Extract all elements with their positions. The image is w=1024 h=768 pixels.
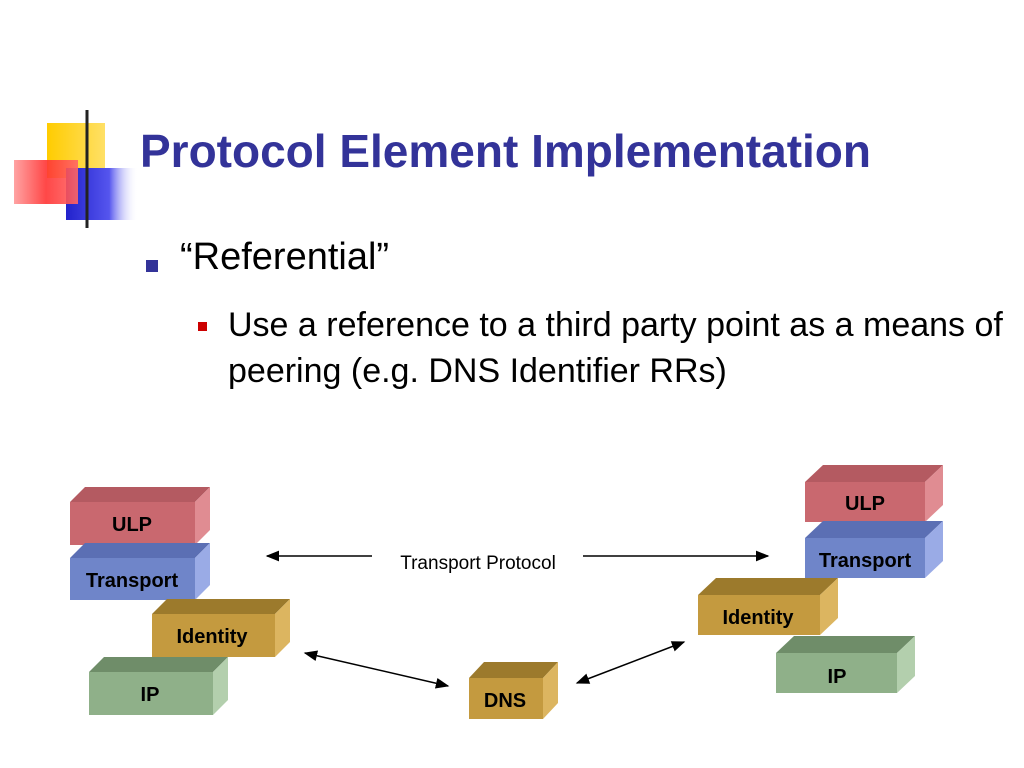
left-identity-label: Identity	[176, 626, 248, 648]
bullet-square-icon	[146, 260, 158, 272]
left-transport-label: Transport	[86, 570, 179, 592]
right-ip-block: IP	[776, 636, 915, 693]
dns-label: DNS	[484, 690, 526, 712]
protocol-diagram: ULP Transport Identity IP ULP	[70, 465, 943, 719]
right-transport-label: Transport	[819, 550, 912, 572]
right-identity-label: Identity	[722, 607, 794, 629]
right-ip-label: IP	[828, 666, 847, 688]
bullet-text: “Referential”	[180, 236, 390, 278]
left-ip-block: IP	[89, 657, 228, 715]
slide-title: Protocol Element Implementation	[140, 125, 871, 177]
sub-bullet-text: Use a reference to a third party point a…	[228, 306, 1003, 390]
left-identity-block: Identity	[152, 599, 290, 657]
right-ulp-block: ULP	[805, 465, 943, 522]
left-transport-block: Transport	[70, 543, 210, 600]
transport-protocol-label: Transport Protocol	[400, 553, 556, 574]
double-arrow-icon	[575, 641, 686, 684]
double-arrow-icon	[303, 650, 450, 689]
right-identity-block: Identity	[698, 578, 838, 635]
right-transport-block: Transport	[805, 521, 943, 578]
dns-block: DNS	[469, 662, 558, 719]
title-decoration-icon	[14, 110, 960, 228]
left-ulp-block: ULP	[70, 487, 210, 545]
left-ip-label: IP	[141, 684, 160, 706]
bullet-square-icon	[198, 322, 207, 331]
left-ulp-label: ULP	[112, 514, 152, 536]
right-ulp-label: ULP	[845, 493, 885, 515]
